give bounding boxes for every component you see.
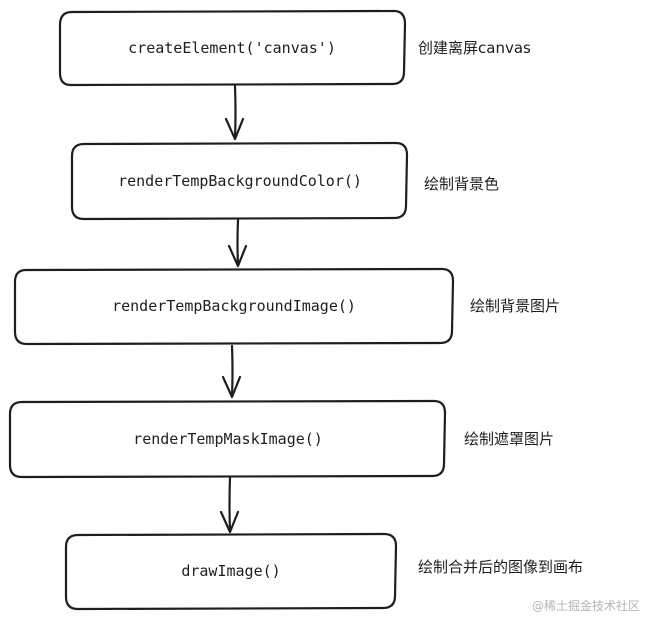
step-5-code: drawImage()	[181, 562, 280, 580]
step-3-box	[13, 267, 455, 346]
step-5-box	[64, 532, 398, 611]
step-4: renderTempMaskImage() 绘制遮罩图片	[8, 399, 554, 479]
step-2-note: 绘制背景色	[424, 175, 499, 193]
step-3: renderTempBackgroundImage() 绘制背景图片	[13, 267, 560, 346]
arrow-2-3-head	[227, 244, 248, 268]
step-2-box	[70, 141, 409, 221]
arrow-4-5-head	[219, 510, 240, 534]
step-4-code: renderTempMaskImage()	[133, 430, 323, 448]
step-2-code: renderTempBackgroundColor()	[118, 172, 362, 190]
arrow-4-5-line	[228, 476, 232, 532]
arrow-1-2	[224, 84, 245, 141]
step-2: renderTempBackgroundColor() 绘制背景色	[70, 141, 499, 221]
arrow-2-3	[227, 218, 248, 268]
step-5-note: 绘制合并后的图像到画布	[418, 558, 583, 576]
step-5: drawImage() 绘制合并后的图像到画布	[64, 532, 583, 611]
arrow-1-2-line	[233, 84, 237, 140]
step-4-box	[8, 399, 447, 479]
step-3-code: renderTempBackgroundImage()	[112, 297, 356, 315]
step-1: createElement('canvas') 创建离屏canvas	[58, 9, 531, 87]
step-1-code: createElement('canvas')	[128, 39, 336, 57]
arrow-3-4	[221, 344, 242, 399]
step-3-note: 绘制背景图片	[470, 297, 560, 315]
step-1-note: 创建离屏canvas	[418, 39, 531, 57]
arrow-3-4-head	[221, 375, 242, 399]
step-1-box	[58, 9, 407, 87]
watermark-text: @稀土掘金技术社区	[532, 598, 640, 613]
arrow-2-3-line	[236, 218, 240, 267]
arrow-1-2-head	[224, 117, 245, 141]
step-4-note: 绘制遮罩图片	[464, 430, 554, 448]
arrow-4-5	[219, 476, 240, 534]
arrow-3-4-line	[230, 344, 234, 398]
